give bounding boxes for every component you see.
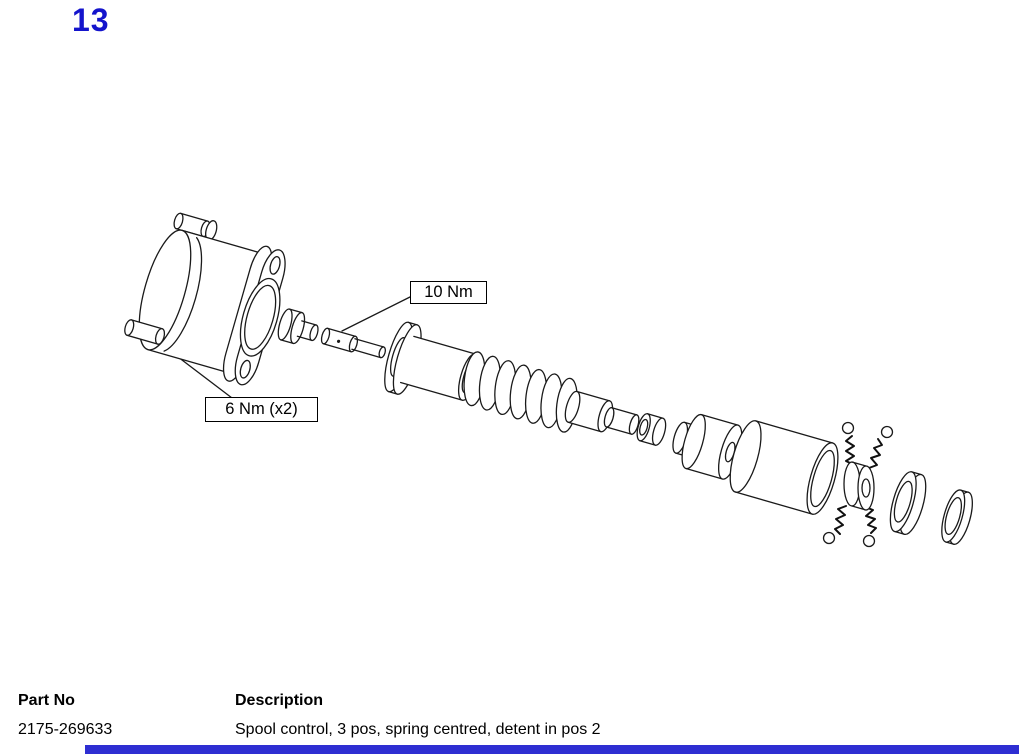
detent-ball-top-right	[880, 425, 894, 439]
flange-bolt-hole-top	[269, 255, 281, 275]
detent-assembly	[822, 421, 894, 548]
detent-piston	[672, 413, 743, 480]
flange-bore	[239, 277, 281, 357]
washer-outer	[889, 471, 927, 536]
description-value: Spool control, 3 pos, spring centred, de…	[235, 721, 601, 738]
leader-line-10nm	[341, 295, 413, 332]
part-no-header: Part No	[18, 692, 75, 709]
coil-screw-bottom	[124, 319, 166, 345]
description-header: Description	[235, 692, 324, 709]
torque-callout-6nm: 6 Nm (x2)	[205, 397, 318, 422]
detent-spring-bottom-right	[864, 506, 877, 534]
spool-coupler	[277, 308, 319, 345]
detent-spring-bottom-left	[834, 505, 847, 535]
spool-end	[603, 407, 640, 435]
mounting-flange	[222, 245, 286, 386]
bottom-accent-bar	[85, 745, 1019, 754]
spool-pin	[320, 327, 386, 359]
torque-callout-10nm: 10 Nm	[410, 281, 487, 304]
flange-bolt-hole-bottom	[239, 359, 251, 379]
detent-spring-top	[845, 435, 855, 466]
spring-seat-bushing	[384, 321, 480, 401]
detent-ball-bottom-right	[862, 534, 876, 548]
detent-sleeve	[729, 420, 839, 515]
centering-spring	[463, 351, 578, 433]
washer-seal	[941, 489, 973, 545]
retaining-bushing	[636, 413, 667, 446]
part-no-value: 2175-269633	[18, 721, 113, 738]
detent-spring-top-right	[868, 438, 883, 469]
detent-ball-top	[841, 421, 855, 435]
detent-ball-bottom-left	[822, 531, 836, 545]
figure-number: 13	[72, 2, 110, 38]
